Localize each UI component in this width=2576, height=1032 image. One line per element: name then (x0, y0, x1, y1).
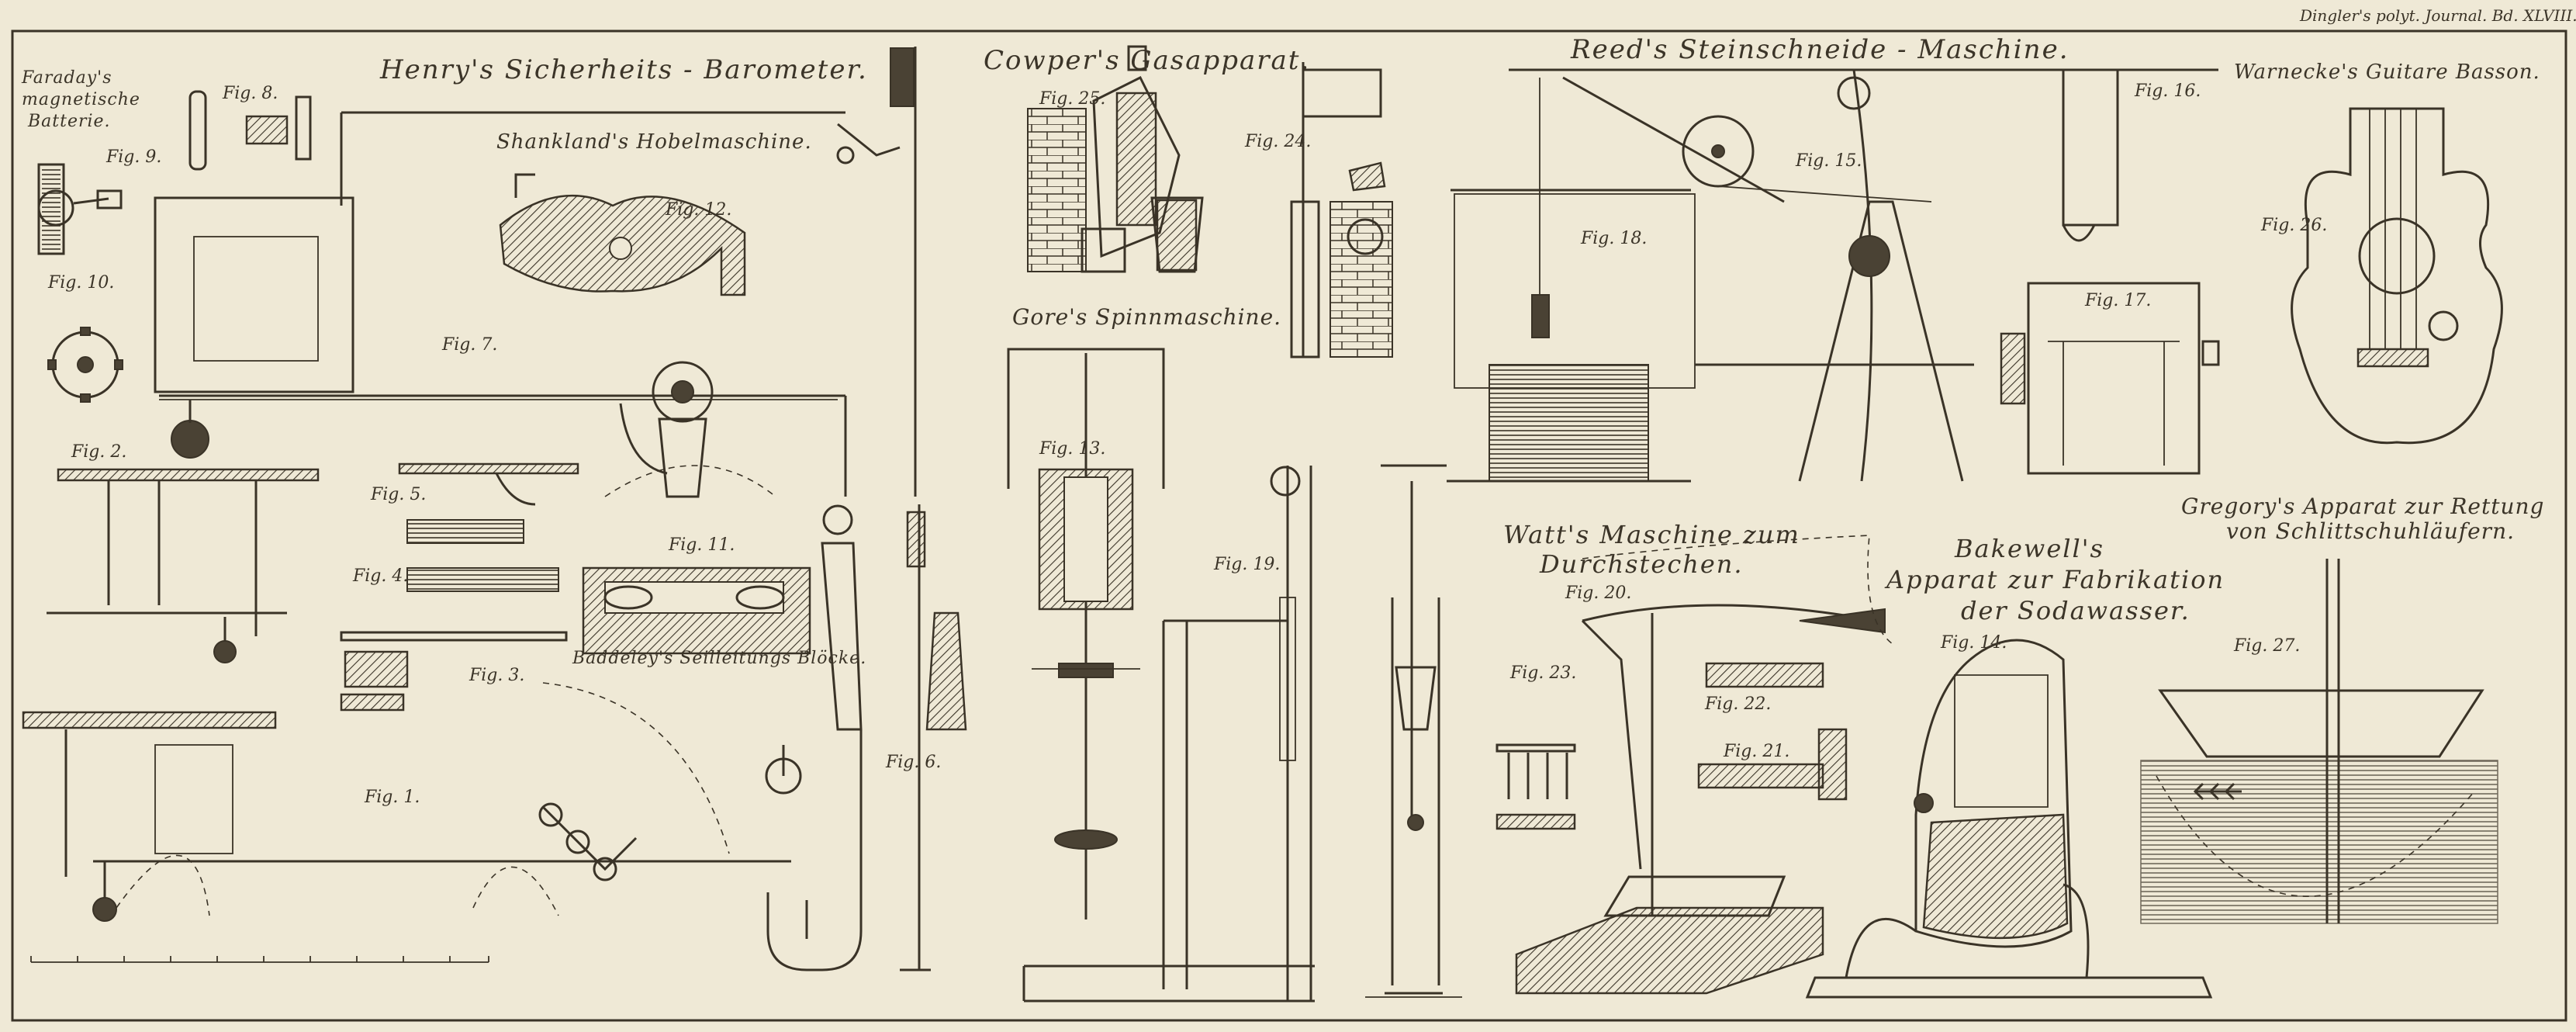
fig14-label: Fig. 14. (1941, 633, 2007, 653)
reed-stone-cutter-drawing (1447, 68, 2218, 483)
title-gregory-line2: von Schlittschuhläufern. (2226, 518, 2515, 544)
title-gregory-line1: Gregory's Apparat zur Rettung (2181, 493, 2545, 519)
fig13-label: Fig. 13. (1039, 439, 1106, 459)
fig24-label: Fig. 24. (1245, 132, 1312, 151)
fig18-label: Fig. 18. (1581, 229, 1648, 248)
fig17-drawing (2000, 282, 2220, 475)
title-shankland: Shankland's Hobelmaschine. (496, 130, 812, 154)
title-henry: Henry's Sicherheits - Barometer. (380, 54, 868, 85)
fig15-label: Fig. 15. (1796, 151, 1862, 171)
faraday-battery-drawing (37, 163, 123, 403)
fig7-label: Fig. 7. (442, 335, 498, 355)
title-gore: Gore's Spinnmaschine. (1012, 304, 1282, 330)
gregory-rescue-drawing (2140, 559, 2498, 924)
title-reed: Reed's Steinschneide - Maschine. (1571, 34, 2069, 65)
fig3-5-drawing (340, 462, 579, 712)
fig26-label: Fig. 26. (2261, 216, 2328, 235)
fig6-label: Fig. 6. (886, 753, 942, 772)
fig22-label: Fig. 22. (1705, 694, 1772, 714)
title-cowper: Cowper's Gasapparat. (984, 45, 1311, 76)
title-warnecke: Warnecke's Guitare Basson. (2234, 61, 2540, 84)
plate-border (11, 29, 2567, 1022)
title-faraday-line2: magnetische (22, 90, 140, 109)
title-faraday-line1: Faraday's (22, 68, 112, 88)
fig19-drawing (1022, 466, 1315, 1003)
title-bakewell-line3: der Sodawasser. (1961, 596, 2190, 625)
fig20-label: Fig. 20. (1565, 584, 1632, 603)
fig12-label: Fig. 12. (666, 200, 732, 220)
fig9-label: Fig. 9. (106, 147, 162, 167)
fig23-label: Fig. 23. (1510, 663, 1577, 683)
fig25-label: Fig. 25. (1039, 89, 1106, 109)
fig2-label: Fig. 2. (71, 442, 127, 462)
gore-spinning-drawing (1007, 348, 1165, 919)
fig8-label: Fig. 8. (223, 84, 278, 103)
title-watt-line1: Watt's Maschine zum (1503, 520, 1800, 549)
title-bakewell-line1: Bakewell's (1955, 534, 2104, 563)
warnecke-guitar-drawing (2291, 107, 2503, 445)
fig17-label: Fig. 17. (2085, 291, 2152, 310)
barometer-tube-drawing (766, 504, 863, 971)
fig18-drawing (1365, 464, 1462, 998)
fig2-drawing (47, 468, 320, 663)
fig27-label: Fig. 27. (2234, 636, 2301, 656)
title-bakewell-line2: Apparat zur Fabrikation (1886, 565, 2225, 594)
fig19-label: Fig. 19. (1214, 555, 1281, 574)
fig6-drawing (890, 47, 967, 971)
baddeley-blocks-drawing (582, 566, 811, 655)
cowper-gas-drawing (1027, 45, 1393, 358)
henry-barometer-drawing (154, 111, 901, 498)
fig21-label: Fig. 21. (1724, 742, 1790, 761)
title-faraday-line3: Batterie. (28, 112, 111, 131)
fig16-label: Fig. 16. (2135, 81, 2201, 101)
bakewell-soda-drawing (1805, 639, 2213, 999)
fig1-label: Fig. 1. (365, 788, 420, 807)
fig5-label: Fig. 5. (371, 485, 427, 504)
title-watt-line2: Durchstechen. (1540, 549, 1744, 579)
journal-reference: Dingler's polyt. Journal. Bd. XLVIII. Ta… (2300, 6, 2576, 25)
fig8-drawing (188, 90, 312, 171)
fig3-label: Fig. 3. (469, 666, 525, 685)
title-baddeley: Baddeley's Seilleitungs Blöcke. (572, 649, 867, 668)
fig11-label: Fig. 11. (669, 535, 735, 555)
shankland-plane-drawing (499, 173, 746, 296)
watt-piercing-drawing (1495, 535, 1893, 995)
fig10-label: Fig. 10. (48, 273, 115, 293)
fig4-label: Fig. 4. (353, 566, 409, 586)
fig1-drawing (22, 682, 802, 963)
